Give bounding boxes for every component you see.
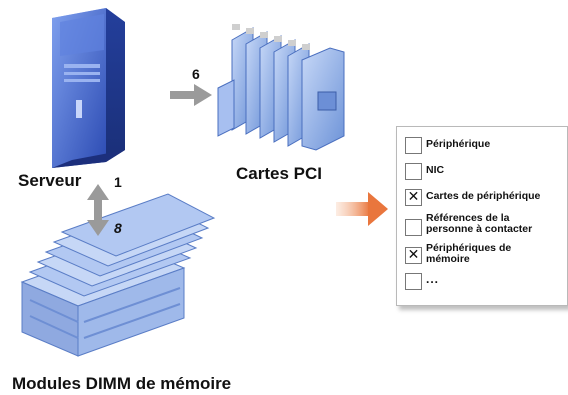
arrow-server-to-pci-icon — [170, 84, 212, 106]
checklist-item-cartes[interactable]: ✕ Cartes de périphérique — [405, 189, 540, 206]
checklist-item-label: Périphérique — [426, 138, 491, 150]
checkbox[interactable] — [405, 273, 422, 290]
checklist-item-peripherique[interactable]: Périphérique — [405, 137, 490, 154]
dimm-modules-icon — [20, 193, 216, 357]
server-label: Serveur — [18, 171, 82, 190]
server-icon — [52, 8, 125, 168]
checklist-item-nic[interactable]: NIC — [405, 163, 444, 180]
checklist-panel: Périphérique NIC ✕ Cartes de périphériqu… — [396, 126, 568, 306]
pci-number-label: 6 — [192, 66, 200, 82]
server-number-label: 1 — [114, 174, 122, 190]
pci-cards-icon — [217, 24, 345, 151]
checklist-item-label: Références de la personne à contacter — [426, 212, 533, 235]
checklist-item-label: ... — [426, 272, 440, 286]
checkbox[interactable] — [405, 163, 422, 180]
checklist-item-label: NIC — [426, 164, 445, 176]
dimm-label: Modules DIMM de mémoire — [12, 374, 232, 393]
checkbox[interactable] — [405, 137, 422, 154]
dimm-number-label: 8 — [114, 220, 122, 236]
checklist-item-label: Cartes de périphérique — [426, 190, 541, 202]
checklist-item-more[interactable]: ... — [405, 273, 439, 290]
pci-label: Cartes PCI — [236, 164, 322, 183]
arrow-to-list-icon — [336, 192, 388, 226]
checklist-item-references[interactable]: Références de la personne à contacter — [405, 213, 532, 236]
checkbox[interactable]: ✕ — [405, 189, 422, 206]
checkbox[interactable] — [405, 219, 422, 236]
checkbox[interactable]: ✕ — [405, 247, 422, 264]
arrow-server-dimm-icon — [87, 184, 109, 236]
checklist-item-memoire[interactable]: ✕ Périphériques de mémoire — [405, 243, 511, 265]
checklist-item-label: Périphériques de mémoire — [426, 242, 512, 265]
